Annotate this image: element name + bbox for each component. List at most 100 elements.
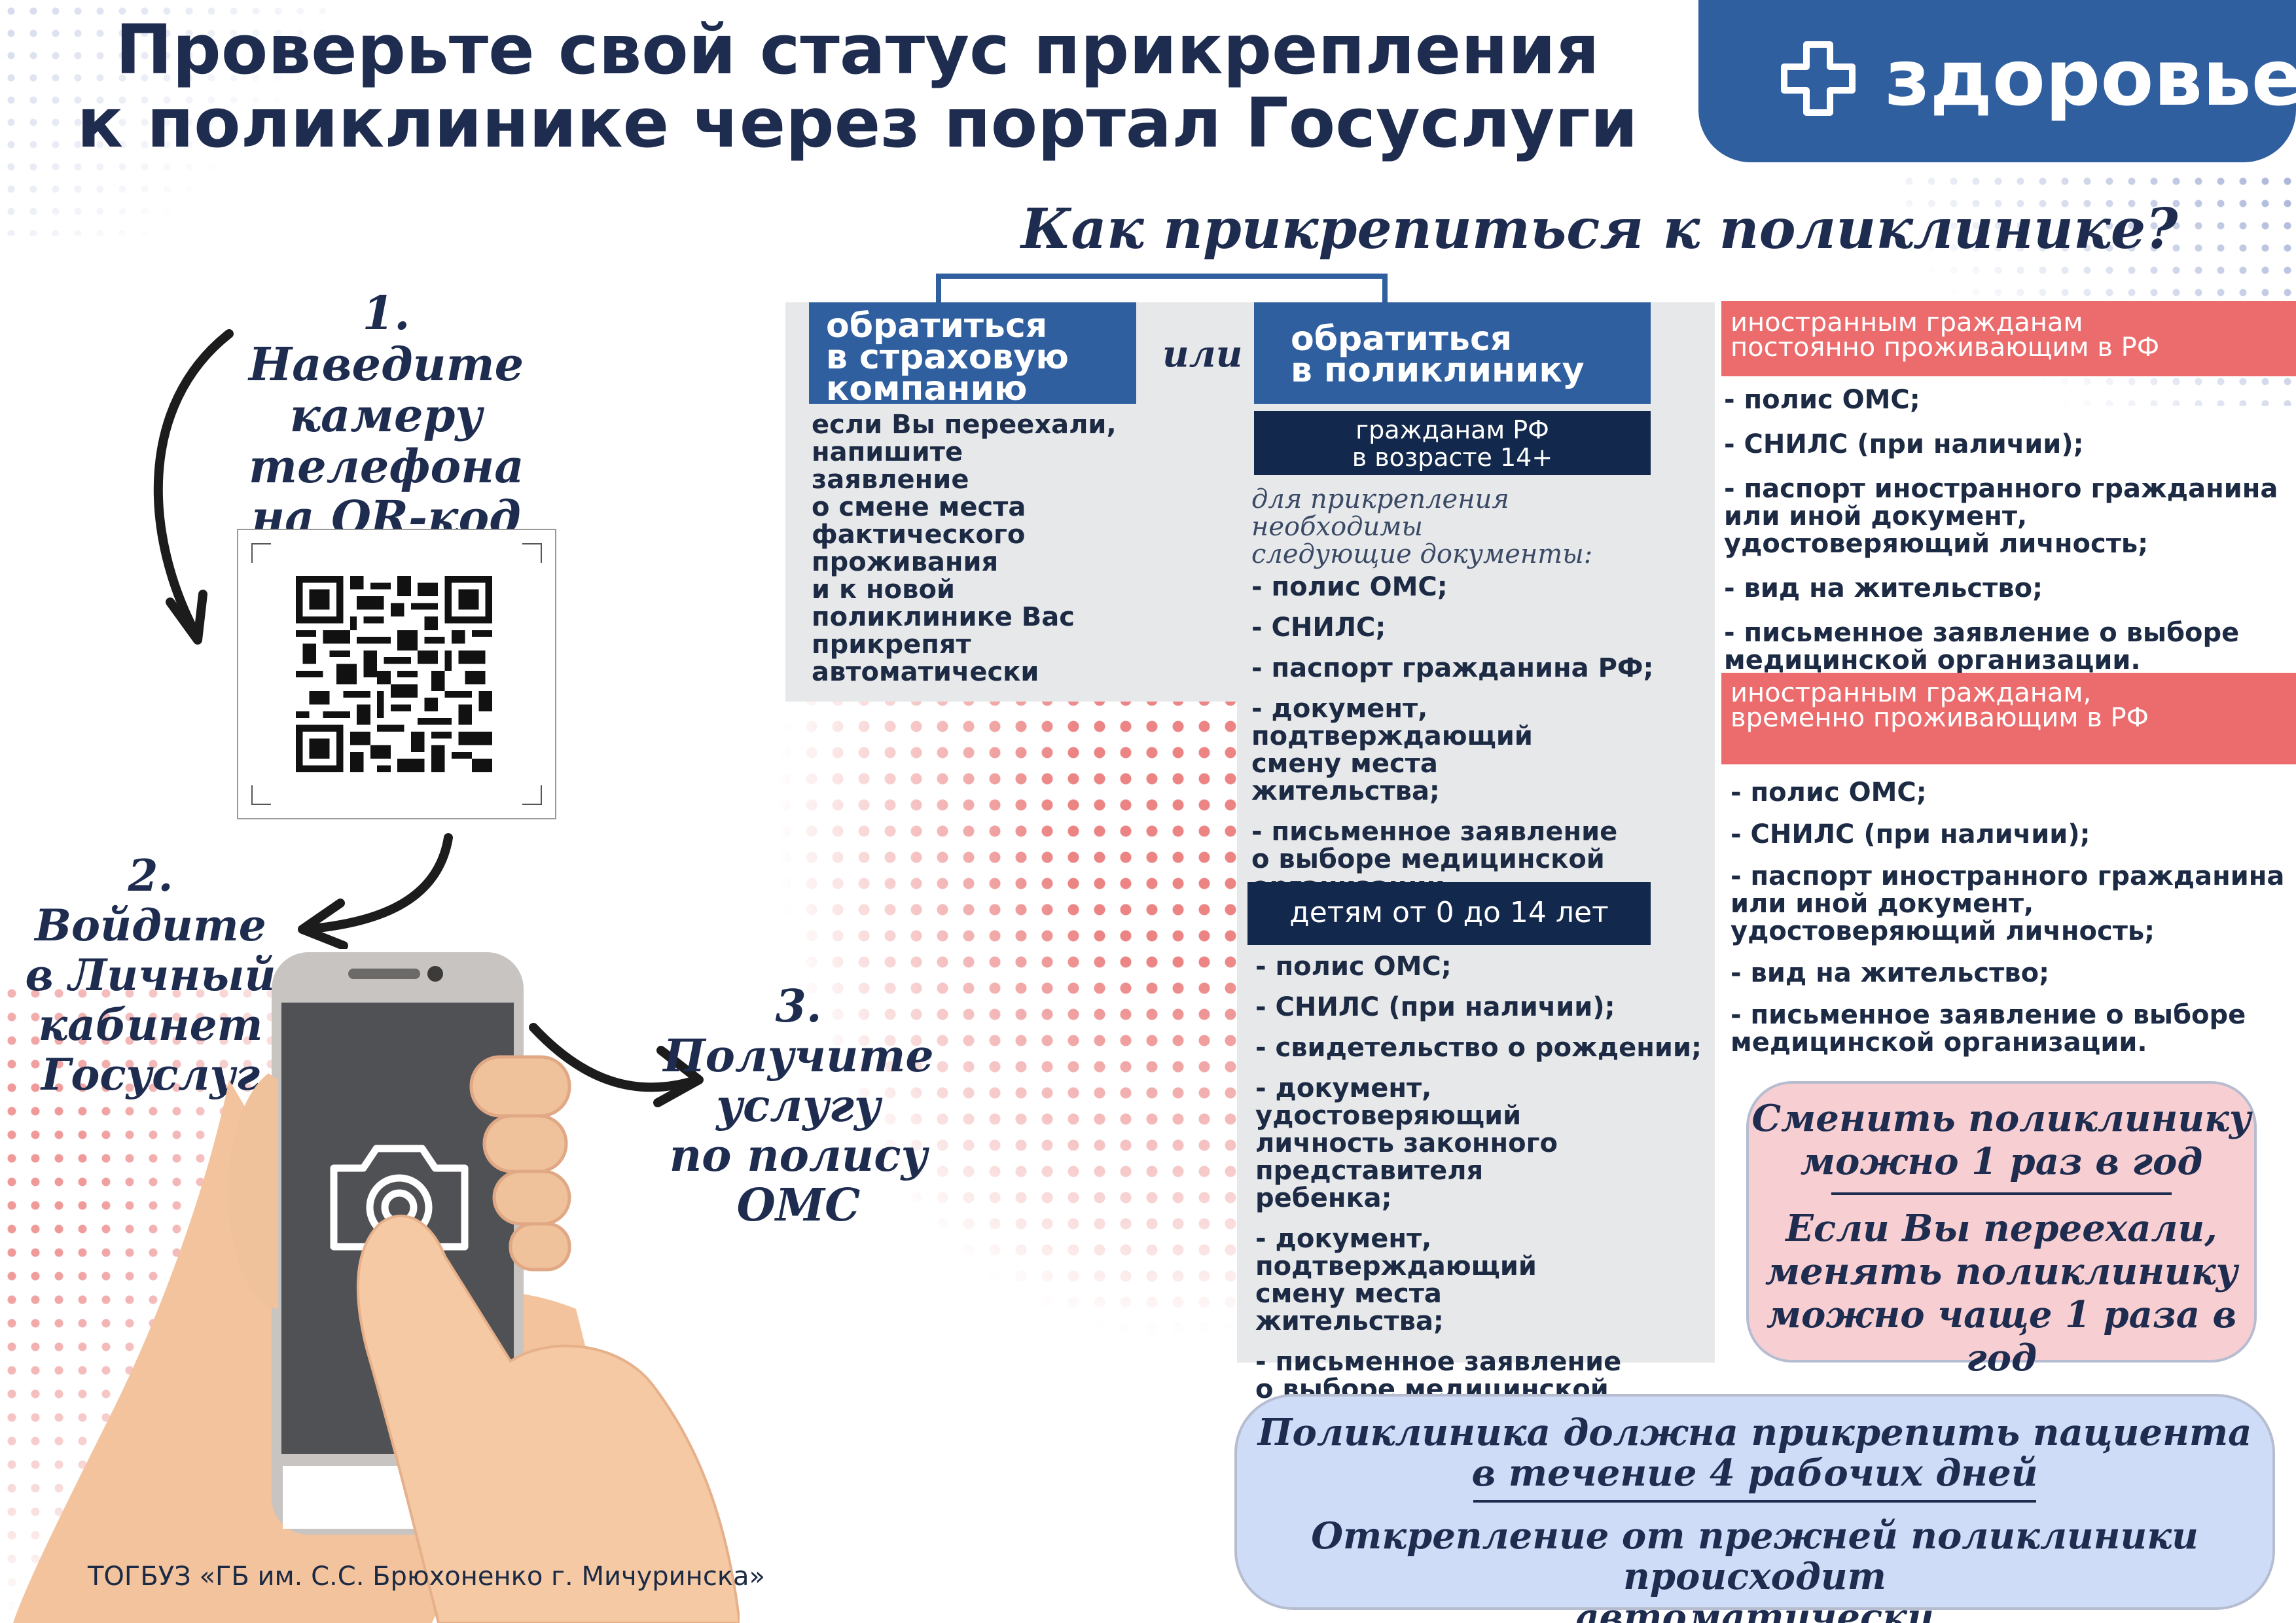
page-title: Проверьте свой статус прикрепления к пол…: [39, 13, 1676, 160]
change-clinic-note: Сменить поликлинику можно 1 раз в год Ес…: [1746, 1081, 2257, 1380]
clinic-heading-line: обратиться: [1291, 319, 1513, 359]
curved-arrow-step-1: [153, 329, 234, 645]
insurance-text-line: фактического: [812, 520, 1026, 550]
step-2-line: кабинет: [38, 999, 263, 1050]
insurance-heading-line: обратиться: [826, 306, 1048, 346]
step-1-line: телефона: [249, 439, 524, 493]
decor-dots-top-left: [0, 0, 340, 236]
step-3-line: услугу: [716, 1080, 881, 1132]
list-item: - полис ОМС;: [1731, 777, 1927, 808]
insurance-text: если Вы переехали, напишите заявление о …: [812, 411, 1178, 686]
list-item: - документ, подтверждающий смену места ж…: [1255, 1224, 1537, 1336]
list-item: - письменное заявление о выборе медицинс…: [1724, 618, 2240, 675]
list-item: - письменное заявление о выборе медицинс…: [1731, 1000, 2246, 1058]
foreign-temporary-heading: иностранным гражданам, временно проживаю…: [1721, 673, 2296, 764]
clinic-panel: [1237, 302, 1715, 1363]
list-item: - документ, подтверждающий смену места ж…: [1251, 694, 1533, 806]
divider: [1831, 1192, 2172, 1195]
step-3-line: по полису: [669, 1130, 928, 1182]
insurance-text-line: поликлинике Вас: [812, 602, 1075, 632]
adult-documents-list: - полис ОМС; - СНИЛС; - паспорт граждани…: [1251, 573, 1703, 914]
foreign-permanent-heading-line: иностранным гражданам: [1731, 308, 2083, 338]
page-title-line-2: к поликлинике через портал Госуслуги: [77, 83, 1638, 163]
list-item: - полис ОМС;: [1255, 952, 1452, 982]
list-item: - СНИЛС (при наличии);: [1731, 819, 2090, 849]
insurance-heading-line: в страховую: [826, 338, 1069, 377]
step-3-line: ОМС: [736, 1179, 861, 1232]
step-1-line: 1. Наведите: [249, 286, 524, 391]
attachment-note: Поликлиника должна прикрепить пациента в…: [1234, 1394, 2275, 1623]
list-item: - паспорт гражданина РФ;: [1251, 653, 1654, 683]
list-item: - паспорт иностранного гражданина или ин…: [1724, 474, 2278, 559]
foreign-permanent-heading: иностранным гражданам постоянно проживаю…: [1721, 301, 2296, 376]
insurance-text-line: о смене места: [812, 492, 1026, 522]
brand-name: здоровье: [1885, 33, 2296, 123]
adults-badge-line: гражданам РФ: [1355, 416, 1549, 444]
qr-code[interactable]: [296, 576, 492, 772]
change-note-line: можно чаще 1 раза в год: [1766, 1293, 2237, 1380]
plus-cross-icon: [1781, 41, 1856, 116]
clinic-heading-line: в поликлинику: [1291, 351, 1585, 390]
curved-arrow-step-3: [529, 1023, 704, 1107]
step-2-line: в Личный: [25, 950, 276, 1001]
insurance-heading-line: компанию: [826, 369, 1028, 408]
insurance-text-line: прикрепят: [812, 630, 971, 660]
or-label: или: [1162, 332, 1243, 376]
list-item: - вид на жительство;: [1731, 958, 2050, 988]
foreign-permanent-documents-list: - полис ОМС; - СНИЛС (при наличии); - па…: [1724, 386, 2293, 691]
list-item: - свидетельство о рождении;: [1255, 1033, 1702, 1063]
step-3-line: 3. Получите: [663, 980, 934, 1082]
insurance-text-line: и к новой: [812, 575, 955, 605]
list-item: - СНИЛС (при наличии);: [1255, 992, 1615, 1022]
attach-note-line: автоматически: [1575, 1596, 1934, 1623]
list-item: - паспорт иностранного гражданина или ин…: [1731, 861, 2285, 946]
list-item: - документ, удостоверяющий личность зако…: [1255, 1073, 1558, 1213]
documents-intro-line: необходимы: [1251, 512, 1424, 542]
documents-intro-line: следующие документы:: [1251, 539, 1593, 569]
insurance-heading: обратиться в страховую компанию: [809, 302, 1136, 408]
insurance-text-line: проживания: [812, 547, 999, 577]
step-3-text: 3. Получите услугу по полису ОМС: [648, 982, 949, 1230]
smartphone-with-hands: [13, 952, 740, 1623]
attach-note-line: Поликлиника должна прикрепить пациента: [1257, 1411, 2252, 1454]
list-item: - СНИЛС;: [1251, 613, 1386, 643]
children-documents-list: - полис ОМС; - СНИЛС (при наличии); - св…: [1255, 953, 1713, 1444]
change-note-line: менять поликлинику: [1765, 1250, 2238, 1293]
clinic-heading: обратиться в поликлинику: [1254, 302, 1651, 404]
curved-arrow-step-2: [298, 833, 453, 949]
adults-badge-line: в возрасте 14+: [1352, 443, 1553, 472]
foreign-temporary-heading-line: иностранным гражданам,: [1731, 678, 2092, 708]
attach-note-line: Открепление от прежней поликлиники проис…: [1311, 1514, 2198, 1598]
children-badge: детям от 0 до 14 лет: [1247, 882, 1651, 945]
divider: [1473, 1500, 2036, 1503]
list-item: - полис ОМС;: [1724, 385, 1920, 415]
change-note-line: Если Вы переехали,: [1785, 1207, 2217, 1250]
list-item: - полис ОМС;: [1251, 572, 1448, 602]
documents-intro: для прикрепления необходимы следующие до…: [1251, 486, 1644, 568]
section-subtitle: Как прикрепиться к поликлинике?: [1021, 196, 2178, 261]
documents-intro-line: для прикрепления: [1251, 484, 1509, 514]
options-bracket: [936, 274, 1388, 302]
attach-note-line: в течение 4 рабочих дней: [1471, 1452, 2038, 1495]
page-title-line-1: Проверьте свой статус прикрепления: [115, 10, 1600, 90]
step-2-line: 2. Войдите: [35, 850, 266, 951]
step-2-line: Госуслуг: [41, 1049, 260, 1100]
insurance-text-line: напишите: [812, 437, 963, 467]
insurance-text-line: если Вы переехали,: [812, 410, 1117, 440]
foreign-permanent-heading-line: постоянно проживающим в РФ: [1731, 332, 2160, 363]
list-item: - вид на жительство;: [1724, 573, 2043, 603]
insurance-text-line: заявление: [812, 465, 969, 495]
step-1-text: 1. Наведите камеру телефона на QR-код: [249, 288, 524, 543]
step-1-line: камеру: [289, 388, 483, 442]
step-2-text: 2. Войдите в Личный кабинет Госуслуг: [13, 851, 288, 1099]
list-item: - СНИЛС (при наличии);: [1724, 429, 2084, 459]
foreign-temporary-heading-line: временно проживающим в РФ: [1731, 703, 2149, 733]
decor-dots-pink-center: [772, 687, 1270, 1342]
brand-badge: [1698, 0, 2296, 162]
change-note-line: Сменить поликлинику: [1751, 1097, 2251, 1140]
foreign-temporary-documents-list: - полис ОМС; - СНИЛС (при наличии); - па…: [1731, 779, 2296, 1071]
insurance-text-line: автоматически: [812, 657, 1039, 687]
pointing-hand: [356, 1215, 740, 1623]
adults-badge: гражданам РФ в возрасте 14+: [1254, 411, 1651, 475]
change-note-line: можно 1 раз в год: [1800, 1140, 2203, 1183]
